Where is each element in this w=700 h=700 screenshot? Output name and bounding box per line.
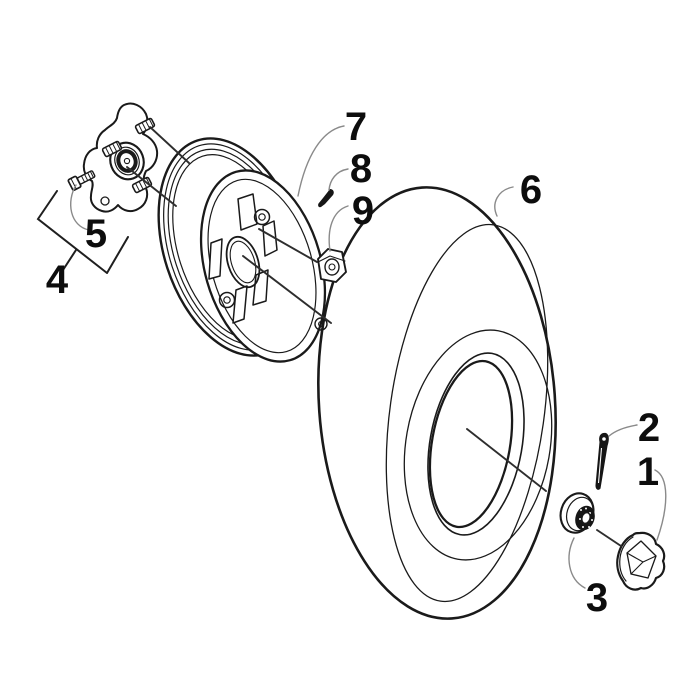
callout-5: 5 [85,212,107,256]
hub-bolt [67,170,96,192]
callout-9: 9 [352,189,374,233]
tire-bead-ring [403,329,553,561]
leader-1 [654,469,667,541]
leader-4 [62,249,77,271]
tire [317,186,557,620]
tire-to-nut-line [466,428,547,492]
wheel-stud [131,176,153,194]
cotter-pin [595,432,609,490]
rim-lug-hole [253,208,271,226]
valve-stem [318,189,334,208]
rim-slot [262,220,278,257]
leader-8 [328,168,349,191]
rim-slot [208,238,223,280]
hub-flange-hole [100,196,110,206]
leader-9 [328,205,349,252]
callout-8: 8 [350,147,372,191]
assembly-lines [126,126,622,547]
stud-to-rim-line [149,126,190,164]
tire-center-hole-outer [427,352,525,536]
tire-sidewall-line [385,223,549,603]
tire-center-hole-inner [428,359,514,529]
leader-6 [494,186,514,217]
castle-nut [559,492,595,534]
wheel-stud [101,140,123,158]
callout-6: 6 [520,168,542,212]
callout-leaders [36,125,667,589]
bracket-4 [36,190,129,274]
callout-1: 1 [637,450,659,494]
hub-to-rim-line [126,166,177,207]
tire-outer-tread [317,186,557,620]
lug-nut [317,248,347,283]
rim-lug-hole [218,291,236,309]
callout-3: 3 [586,576,608,620]
wheel-rim [157,137,328,363]
nut-to-cap-line [596,529,622,547]
wheel-center-cap [616,531,666,591]
callout-labels: 1 2 3 4 5 6 7 8 9 [46,105,660,620]
callout-7: 7 [345,105,367,149]
wheel-hub-assembly [67,102,159,213]
rim-to-tire-line [242,255,332,324]
rim-face [199,169,328,363]
leader-7 [297,125,345,197]
rim-to-lugnut-line [258,228,318,263]
callout-4: 4 [46,258,69,302]
leader-5 [70,184,90,231]
rim-slot [232,285,248,324]
wheel-stud [134,117,156,135]
leader-3 [568,537,586,589]
rim-center-bore [225,235,261,289]
leader-2 [608,424,638,437]
rim-slot [237,193,258,231]
callout-2: 2 [638,406,660,450]
